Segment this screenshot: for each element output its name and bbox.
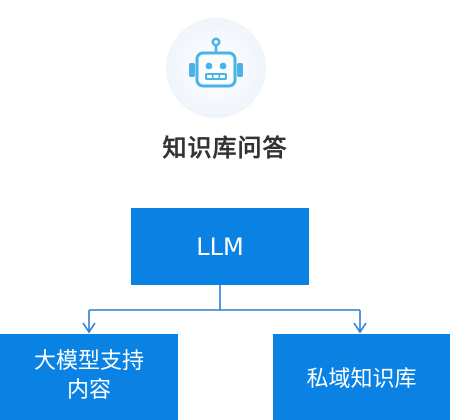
arrow-right-icon	[353, 322, 367, 334]
robot-icon-badge	[166, 18, 266, 118]
node-model-support-content: 大模型支持 内容	[0, 334, 178, 420]
robot-icon	[189, 37, 243, 88]
arrow-left-icon	[82, 322, 96, 334]
node-llm: LLM	[131, 208, 309, 285]
node-model-support-content-label: 大模型支持 内容	[33, 349, 144, 403]
page-title: 知识库问答	[162, 134, 288, 162]
node-private-knowledge-base: 私域知识库	[273, 334, 450, 420]
